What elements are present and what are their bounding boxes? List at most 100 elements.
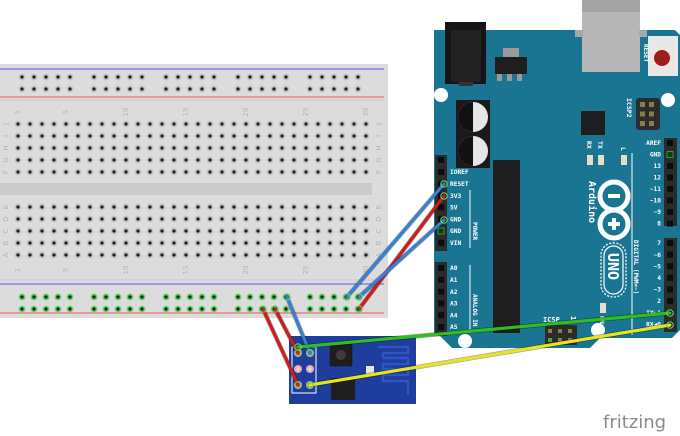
breadboard-hole[interactable] <box>102 305 110 313</box>
breadboard-hole[interactable] <box>98 203 106 211</box>
breadboard-hole[interactable] <box>266 251 274 259</box>
breadboard-hole[interactable] <box>62 168 70 176</box>
analog-pin-a2[interactable] <box>438 288 444 295</box>
digital-pin[interactable] <box>667 220 673 227</box>
breadboard-hole[interactable] <box>14 156 22 164</box>
breadboard-hole[interactable] <box>218 203 226 211</box>
breadboard-hole[interactable] <box>74 227 82 235</box>
digital-pin[interactable] <box>667 298 673 304</box>
breadboard-hole[interactable] <box>278 251 286 259</box>
breadboard-hole[interactable] <box>50 227 58 235</box>
breadboard-hole[interactable] <box>134 156 142 164</box>
breadboard-hole[interactable] <box>38 239 46 247</box>
breadboard-hole[interactable] <box>110 144 118 152</box>
breadboard-hole[interactable] <box>50 132 58 140</box>
wire-esp-gnd[interactable] <box>283 293 314 357</box>
breadboard-hole[interactable] <box>38 168 46 176</box>
breadboard-hole[interactable] <box>30 73 38 81</box>
breadboard-hole[interactable] <box>330 305 338 313</box>
breadboard-hole[interactable] <box>26 215 34 223</box>
breadboard-hole[interactable] <box>362 168 370 176</box>
breadboard-hole[interactable] <box>146 251 154 259</box>
breadboard-hole[interactable] <box>362 203 370 211</box>
breadboard-hole[interactable] <box>90 305 98 313</box>
breadboard-hole[interactable] <box>98 156 106 164</box>
breadboard-hole[interactable] <box>242 168 250 176</box>
breadboard-hole[interactable] <box>194 239 202 247</box>
breadboard-hole[interactable] <box>182 120 190 128</box>
breadboard-hole[interactable] <box>266 132 274 140</box>
breadboard-hole[interactable] <box>362 156 370 164</box>
breadboard-hole[interactable] <box>206 203 214 211</box>
breadboard-hole[interactable] <box>194 156 202 164</box>
breadboard-hole[interactable] <box>242 156 250 164</box>
breadboard-hole[interactable] <box>86 227 94 235</box>
breadboard-hole[interactable] <box>258 73 266 81</box>
breadboard-hole[interactable] <box>74 239 82 247</box>
breadboard-hole[interactable] <box>186 73 194 81</box>
breadboard-hole[interactable] <box>350 120 358 128</box>
esp-pin[interactable] <box>306 365 314 373</box>
breadboard-hole[interactable] <box>326 203 334 211</box>
breadboard-hole[interactable] <box>170 251 178 259</box>
breadboard-hole[interactable] <box>86 251 94 259</box>
breadboard-hole[interactable] <box>38 132 46 140</box>
breadboard-hole[interactable] <box>62 156 70 164</box>
breadboard-hole[interactable] <box>354 73 362 81</box>
breadboard-hole[interactable] <box>206 227 214 235</box>
breadboard-hole[interactable] <box>230 156 238 164</box>
breadboard-hole[interactable] <box>218 168 226 176</box>
breadboard-hole[interactable] <box>314 120 322 128</box>
breadboard-hole[interactable] <box>98 239 106 247</box>
breadboard-hole[interactable] <box>110 156 118 164</box>
breadboard-hole[interactable] <box>350 251 358 259</box>
breadboard-hole[interactable] <box>290 132 298 140</box>
breadboard-hole[interactable] <box>74 144 82 152</box>
breadboard-hole[interactable] <box>26 168 34 176</box>
breadboard-hole[interactable] <box>138 73 146 81</box>
breadboard-hole[interactable] <box>170 120 178 128</box>
breadboard-hole[interactable] <box>278 144 286 152</box>
breadboard-hole[interactable] <box>50 251 58 259</box>
breadboard-hole[interactable] <box>362 215 370 223</box>
digital-pin[interactable] <box>667 274 673 281</box>
breadboard-hole[interactable] <box>74 156 82 164</box>
breadboard-hole[interactable] <box>206 132 214 140</box>
breadboard-hole[interactable] <box>266 215 274 223</box>
breadboard-hole[interactable] <box>234 85 242 93</box>
breadboard-hole[interactable] <box>318 85 326 93</box>
breadboard-hole[interactable] <box>86 203 94 211</box>
breadboard-hole[interactable] <box>158 132 166 140</box>
breadboard-hole[interactable] <box>182 156 190 164</box>
breadboard-hole[interactable] <box>314 251 322 259</box>
breadboard-hole[interactable] <box>38 215 46 223</box>
breadboard-hole[interactable] <box>158 144 166 152</box>
breadboard-hole[interactable] <box>50 203 58 211</box>
breadboard-hole[interactable] <box>74 132 82 140</box>
breadboard-hole[interactable] <box>266 203 274 211</box>
breadboard-hole[interactable] <box>194 215 202 223</box>
breadboard-hole[interactable] <box>182 168 190 176</box>
breadboard-hole[interactable] <box>326 156 334 164</box>
breadboard-hole[interactable] <box>306 85 314 93</box>
breadboard-hole[interactable] <box>270 85 278 93</box>
digital-pin[interactable] <box>667 197 673 204</box>
breadboard-hole[interactable] <box>62 144 70 152</box>
breadboard-hole[interactable] <box>158 168 166 176</box>
breadboard-hole[interactable] <box>126 85 134 93</box>
breadboard-hole[interactable] <box>66 73 74 81</box>
breadboard-hole[interactable] <box>314 132 322 140</box>
breadboard-hole[interactable] <box>218 132 226 140</box>
breadboard-hole[interactable] <box>342 85 350 93</box>
breadboard-hole[interactable] <box>242 251 250 259</box>
breadboard-hole[interactable] <box>170 168 178 176</box>
breadboard-hole[interactable] <box>86 156 94 164</box>
power-pin-nc[interactable] <box>438 157 444 163</box>
breadboard-hole[interactable] <box>282 73 290 81</box>
breadboard-hole[interactable] <box>158 215 166 223</box>
breadboard-hole[interactable] <box>218 120 226 128</box>
breadboard-hole[interactable] <box>206 120 214 128</box>
breadboard-hole[interactable] <box>186 85 194 93</box>
breadboard-hole[interactable] <box>246 85 254 93</box>
breadboard-hole[interactable] <box>350 144 358 152</box>
